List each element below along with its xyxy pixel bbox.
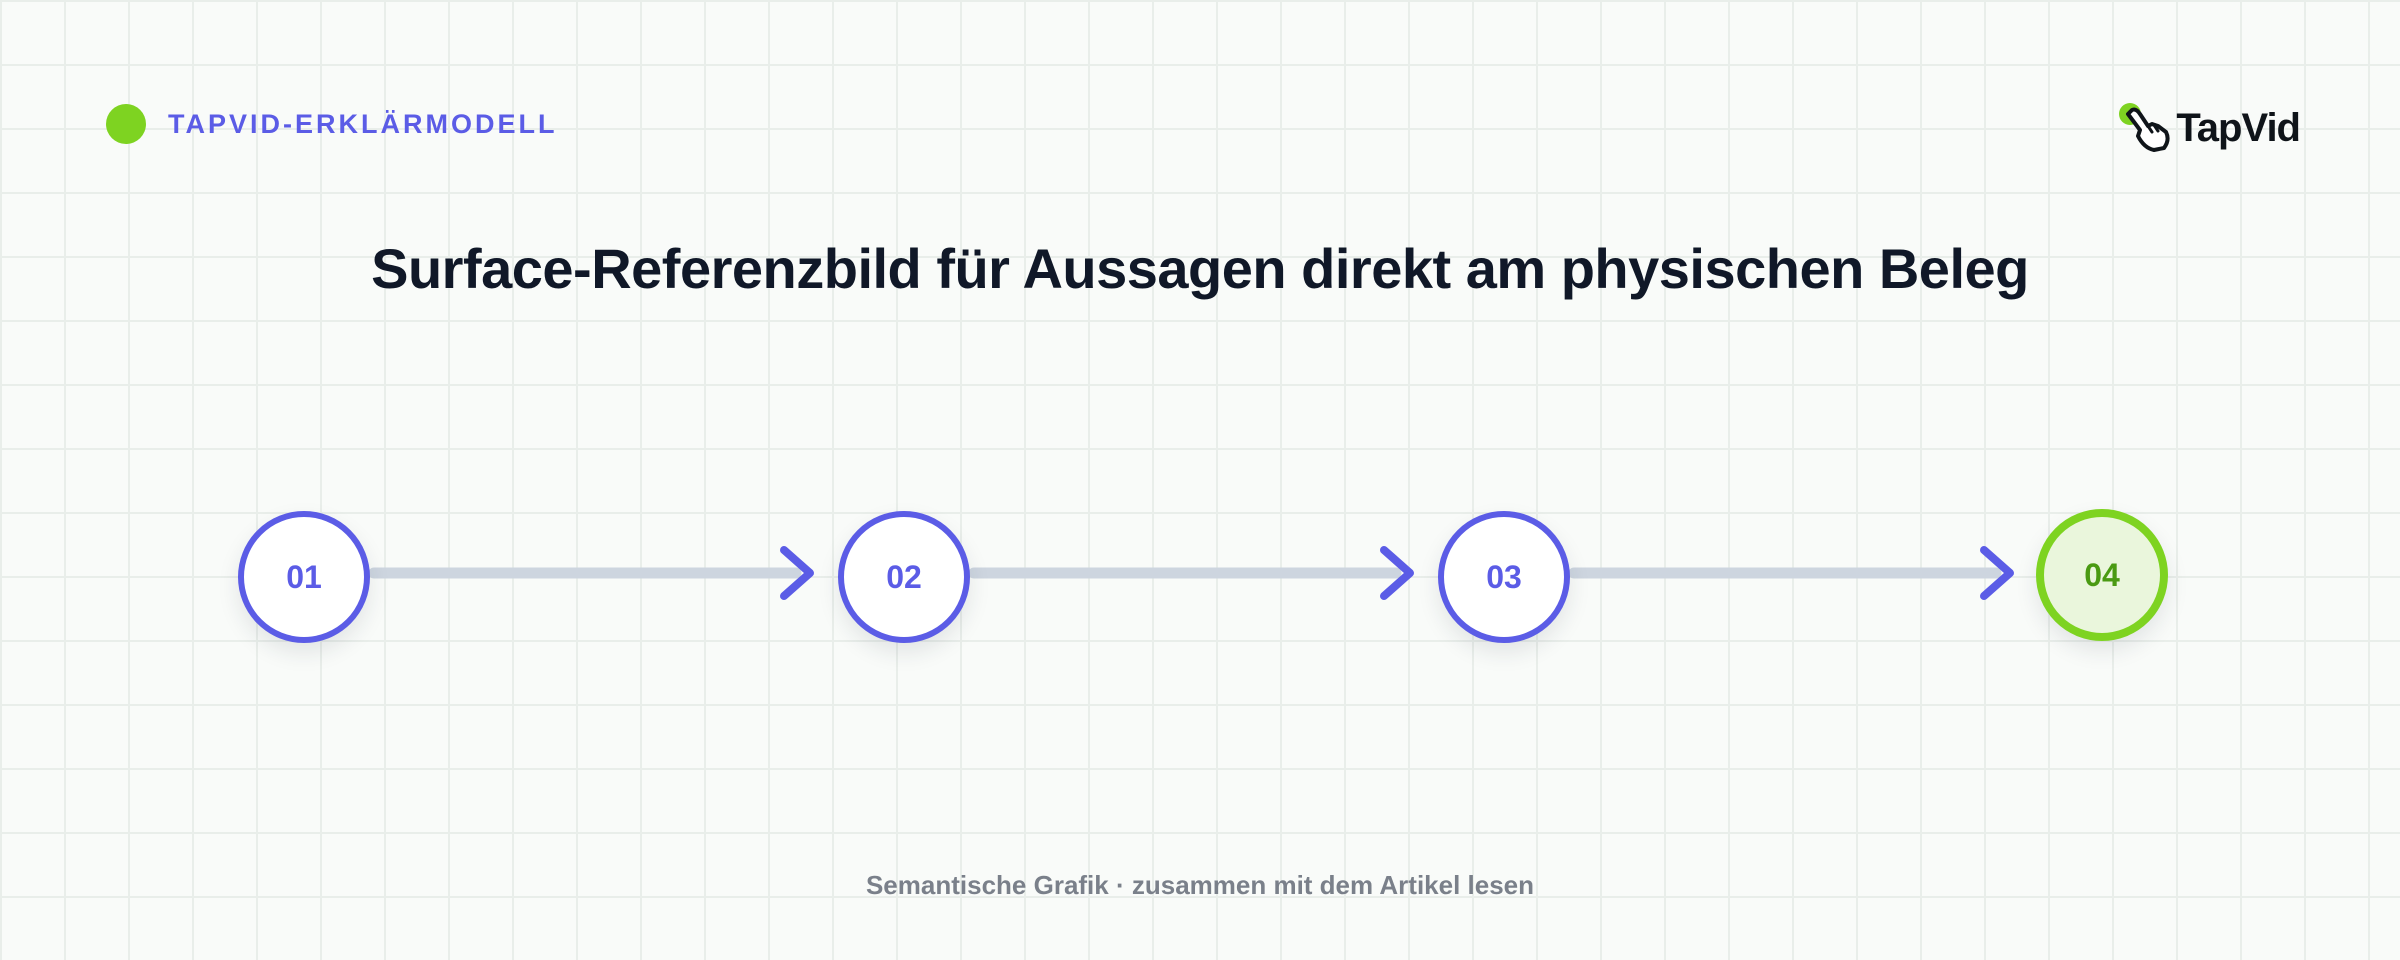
- step-02: 02: [838, 511, 970, 643]
- arrow-right-icon: [1980, 546, 2014, 600]
- pointing-hand-icon: [2118, 100, 2174, 156]
- step-04: 04: [2036, 509, 2168, 641]
- connector-1-2: [368, 546, 814, 600]
- arrow-right-icon: [780, 546, 814, 600]
- step-number: 02: [886, 558, 922, 595]
- step-03: 03: [1438, 511, 1570, 643]
- tapvid-logo: TapVid: [2118, 100, 2301, 156]
- page-title: Surface-Referenzbild für Aussagen direkt…: [371, 237, 2029, 300]
- arrow-right-icon: [1380, 546, 1414, 600]
- connector-2-3: [968, 546, 1414, 600]
- brand-dot-icon: [106, 104, 146, 144]
- brand-tag: TAPVID-ERKLÄRMODELL: [106, 104, 557, 144]
- step-number: 01: [286, 558, 322, 595]
- step-01: 01: [238, 511, 370, 643]
- step-number: 03: [1486, 558, 1522, 595]
- step-number: 04: [2084, 556, 2120, 593]
- footer-caption: Semantische Grafik · zusammen mit dem Ar…: [865, 870, 1535, 900]
- logo-wordmark: TapVid: [2176, 105, 2301, 150]
- brand-tag-label: TAPVID-ERKLÄRMODELL: [168, 108, 558, 139]
- connector-3-4: [1568, 546, 2014, 600]
